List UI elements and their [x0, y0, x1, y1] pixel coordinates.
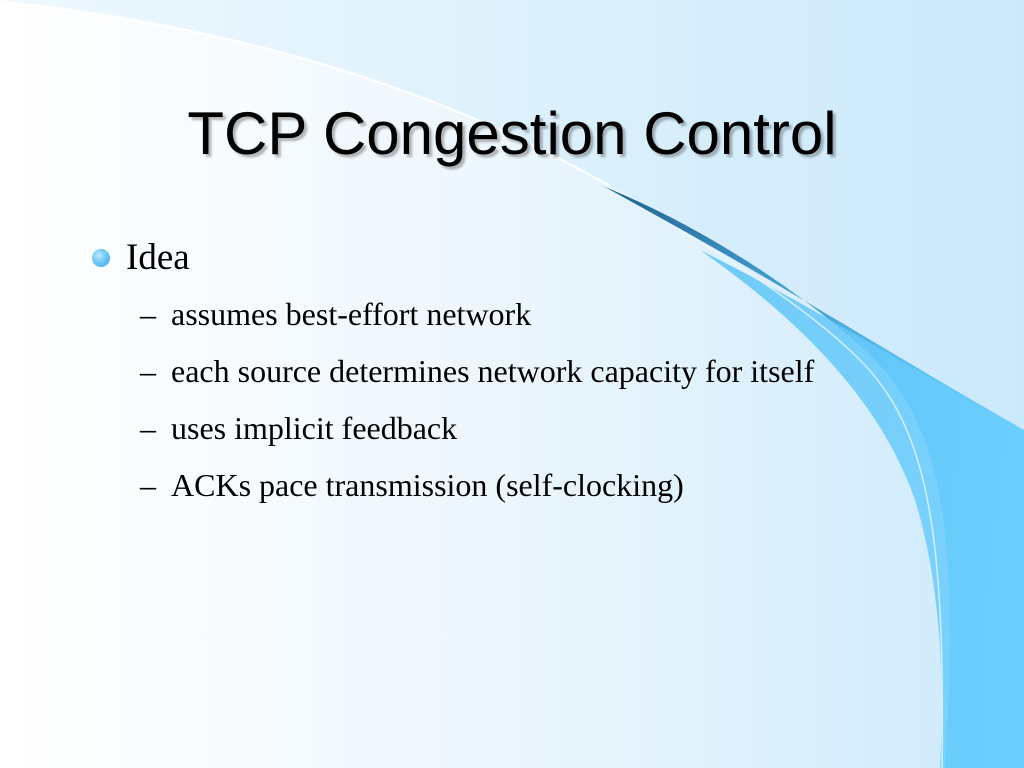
dash-marker: –	[140, 353, 156, 389]
sub-bullet-item: – uses implicit feedback	[126, 406, 851, 450]
bullet-dot-icon	[92, 249, 110, 267]
bullet-list: Idea – assumes best-effort network – eac…	[90, 232, 910, 520]
sub-bullet-text: ACKs pace transmission (self-clocking)	[171, 467, 684, 503]
sub-bullet-list: – assumes best-effort network – each sou…	[126, 292, 910, 507]
sub-bullet-text: assumes best-effort network	[171, 296, 532, 332]
sub-bullet-item: – each source determines network capacit…	[126, 349, 851, 393]
dash-marker: –	[140, 467, 156, 503]
slide-title: TCP Congestion Control	[187, 100, 837, 167]
dash-marker: –	[140, 410, 156, 446]
bullet-text: Idea	[126, 237, 190, 278]
sub-bullet-text: uses implicit feedback	[171, 410, 458, 446]
dash-marker: –	[140, 296, 156, 332]
sub-bullet-text: each source determines network capacity …	[171, 353, 815, 389]
sub-bullet-item: – ACKs pace transmission (self-clocking)	[126, 463, 851, 507]
bullet-item-idea: Idea – assumes best-effort network – eac…	[90, 232, 910, 507]
sub-bullet-item: – assumes best-effort network	[126, 292, 851, 336]
